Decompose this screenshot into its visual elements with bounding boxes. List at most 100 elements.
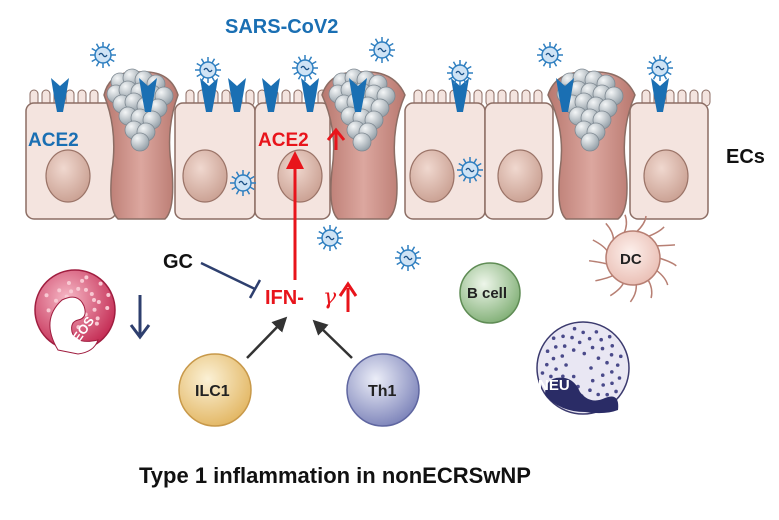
dc-label: DC xyxy=(620,251,642,268)
granule xyxy=(577,340,582,345)
granule xyxy=(609,353,614,357)
granule xyxy=(594,330,599,334)
mucus-granules xyxy=(106,68,624,152)
granule xyxy=(605,360,609,365)
granule xyxy=(610,343,615,348)
mucus-granule xyxy=(352,132,372,152)
granule xyxy=(581,330,585,335)
th1-label: Th1 xyxy=(368,383,397,400)
th1-to-ifn-arrow xyxy=(312,319,353,359)
ilc1-to-ifn-arrow xyxy=(246,316,288,359)
dendrite xyxy=(629,283,638,303)
granule xyxy=(92,307,97,312)
receptor-icon xyxy=(51,78,69,112)
granule xyxy=(545,349,550,354)
granule xyxy=(562,344,567,348)
granule xyxy=(105,305,110,310)
granule xyxy=(600,373,605,378)
ifn-gamma-symbol: γ xyxy=(323,285,337,310)
receptor-icon xyxy=(228,78,246,112)
footer-title: Type 1 inflammation in nonECRSwNP xyxy=(139,463,531,488)
receptor-icon xyxy=(451,78,469,112)
nucleus xyxy=(277,149,323,203)
granule xyxy=(46,308,51,313)
granule xyxy=(66,280,71,285)
dendrite xyxy=(605,222,615,241)
receptor-icon xyxy=(301,78,319,112)
up-arrow-icon xyxy=(326,127,346,150)
granule xyxy=(596,392,600,397)
ilc1-cell: ILC1 xyxy=(178,353,252,427)
nucleus xyxy=(45,149,91,203)
granule xyxy=(76,286,81,291)
dendrite xyxy=(655,269,669,286)
eosinophil-cell: EOS xyxy=(34,269,116,355)
virus-icon xyxy=(457,157,483,183)
granule xyxy=(549,374,553,379)
dendrite xyxy=(595,274,614,282)
granule xyxy=(80,278,85,283)
dendrite xyxy=(592,239,609,253)
receptor-icon xyxy=(651,78,669,112)
b-cell: B cell xyxy=(459,262,521,324)
granule xyxy=(561,334,565,339)
granule xyxy=(590,345,595,350)
granule xyxy=(615,363,620,367)
dendrite xyxy=(609,281,625,297)
granule xyxy=(587,336,592,341)
granule xyxy=(76,325,81,330)
granule xyxy=(106,293,111,298)
ifn-label: IFN- xyxy=(265,287,304,309)
granule xyxy=(69,289,74,294)
dendrite xyxy=(658,257,677,267)
granule xyxy=(610,381,614,386)
granule xyxy=(89,291,94,296)
granule xyxy=(571,348,576,352)
nucleus xyxy=(497,149,543,203)
granule xyxy=(590,378,595,383)
granule xyxy=(551,356,556,361)
mucus-granule xyxy=(130,132,150,152)
granule xyxy=(582,351,587,356)
granule xyxy=(564,363,568,367)
nucleus xyxy=(643,149,689,203)
granule xyxy=(605,392,609,397)
granule xyxy=(92,298,96,302)
granule xyxy=(553,345,558,349)
granule xyxy=(540,371,545,375)
receptor-icon xyxy=(139,78,157,112)
granule xyxy=(98,281,103,286)
granule xyxy=(600,346,605,351)
granule xyxy=(614,389,618,394)
virus-label: SARS-CoV2 xyxy=(225,16,338,38)
virus-particles xyxy=(90,37,673,271)
neu-label: NEU xyxy=(538,377,570,394)
virus-icon xyxy=(369,37,395,63)
virus-icon xyxy=(647,55,673,81)
virus-icon xyxy=(90,42,116,68)
down-arrow-icon xyxy=(129,295,151,340)
dendrite xyxy=(655,244,676,247)
granule xyxy=(44,293,49,298)
bcell-label: B cell xyxy=(467,285,507,302)
granule xyxy=(618,354,623,359)
granule xyxy=(84,275,89,280)
granule xyxy=(554,367,558,371)
dendritic-cell: DC xyxy=(588,214,677,303)
granule xyxy=(551,336,556,341)
ace2-receptors xyxy=(51,78,669,112)
up-arrow-icon xyxy=(338,281,358,312)
virus-icon xyxy=(447,60,473,86)
dendrite xyxy=(647,279,653,299)
ecs-label: ECs xyxy=(726,146,765,168)
granule xyxy=(54,298,59,303)
granule xyxy=(95,316,100,321)
granule xyxy=(570,335,574,340)
ace2-label: ACE2 xyxy=(28,130,79,151)
virus-icon xyxy=(195,57,221,83)
virus-icon xyxy=(537,42,563,68)
inhibit-arrow-icon xyxy=(200,261,262,299)
granule xyxy=(560,354,565,358)
